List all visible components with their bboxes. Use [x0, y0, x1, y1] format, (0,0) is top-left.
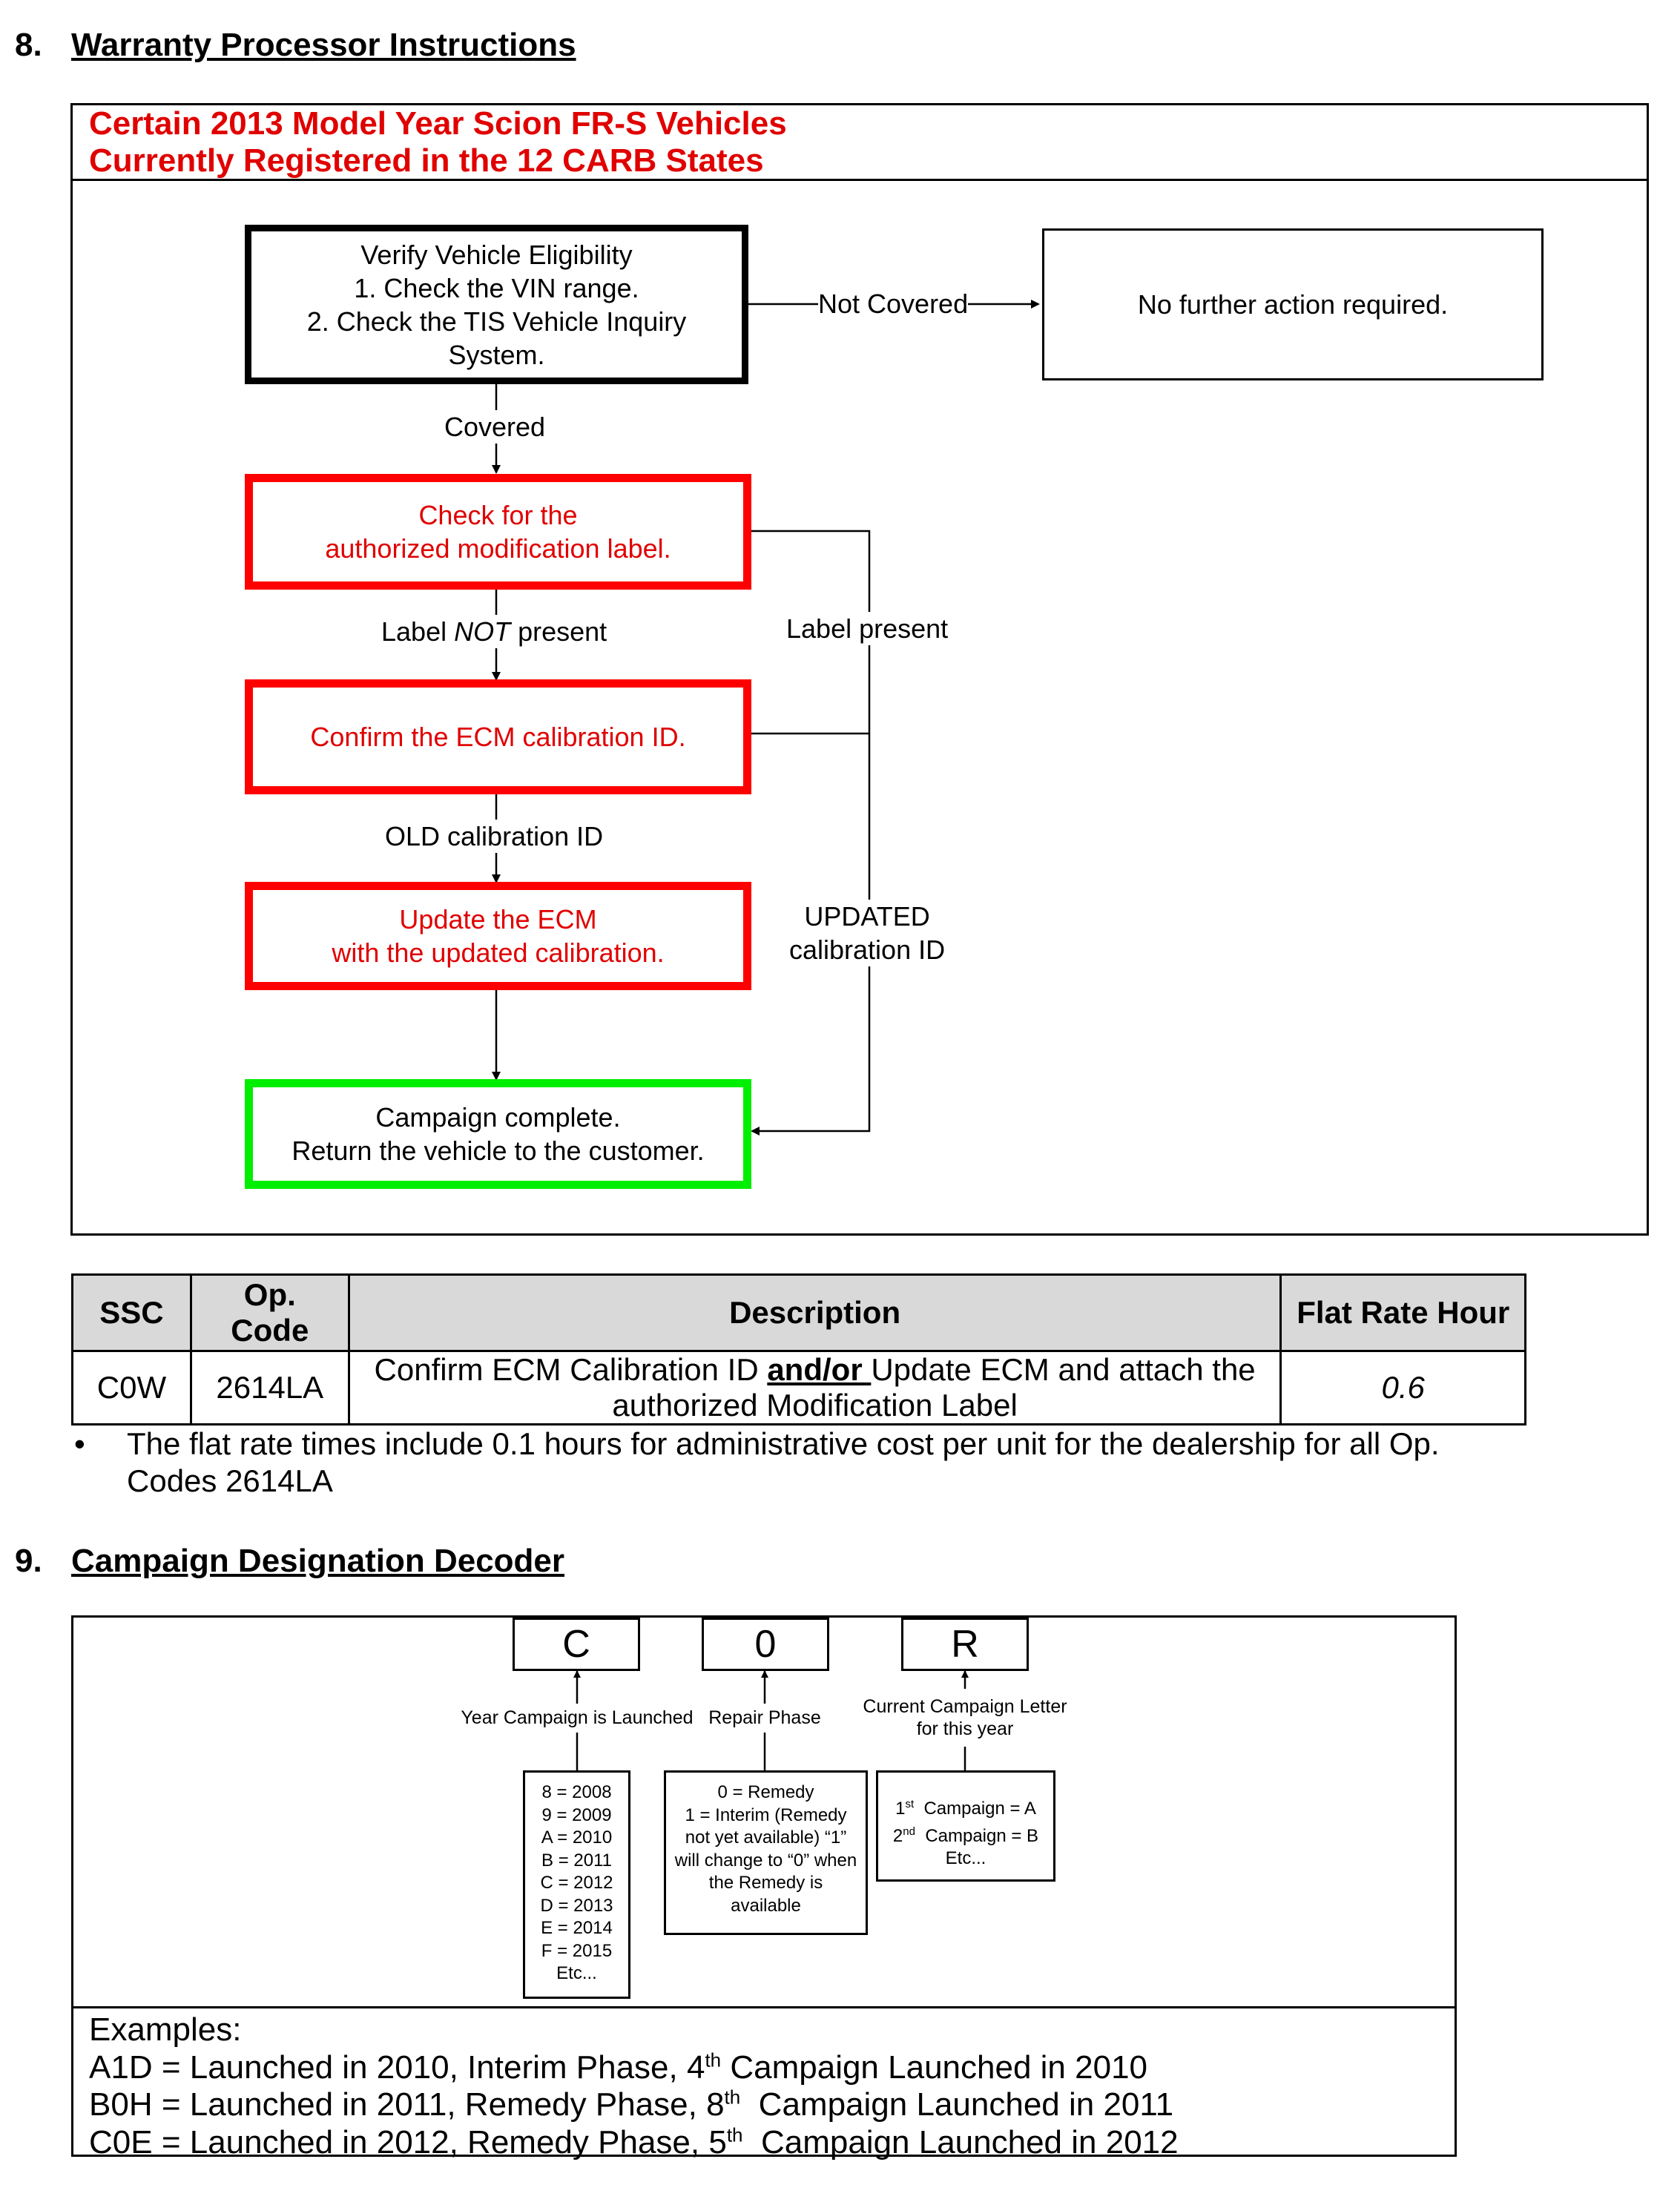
check-label-line-1: Check for the	[418, 500, 578, 530]
update-ecm-box: Update the ECM with the updated calibrat…	[245, 882, 751, 990]
list-item: C = 2012	[540, 1873, 613, 1893]
op-code-table: SSC Op.Code Description Flat Rate Hour C…	[71, 1273, 1526, 1425]
examples-title: Examples:	[89, 2011, 242, 2048]
label-present: Label present	[786, 612, 949, 645]
section-8-number: 8.	[15, 27, 42, 63]
letter-codes-box: 1st Campaign = A 2nd Campaign = B Etc...	[876, 1770, 1055, 1882]
verify-line-2: 1. Check the VIN range.	[354, 272, 639, 303]
not-covered-label: Not Covered	[818, 287, 969, 320]
verify-eligibility-box: Verify Vehicle Eligibility 1. Check the …	[245, 225, 748, 384]
no-further-action-box: No further action required.	[1042, 228, 1544, 380]
banner-line-1: Certain 2013 Model Year Scion FR-S Vehic…	[89, 105, 787, 142]
updated-calibration-line-1: UPDATED	[804, 901, 930, 932]
label-not-present: Label NOT present	[381, 615, 607, 648]
header-ssc: SSC	[71, 1273, 192, 1352]
list-item: the Remedy is	[708, 1873, 823, 1893]
covered-label: Covered	[444, 410, 546, 444]
decoder-letter-3: R	[901, 1618, 1029, 1671]
flat-rate-note: The flat rate times include 0.1 hours fo…	[127, 1425, 1610, 1500]
flat-rate-note-line-1: The flat rate times include 0.1 hours fo…	[127, 1426, 1440, 1461]
confirm-ecm-box: Confirm the ECM calibration ID.	[245, 679, 751, 794]
cell-ssc: C0W	[71, 1350, 192, 1425]
decoder-letter-1: C	[513, 1618, 640, 1671]
table-header-row: SSC Op.Code Description Flat Rate Hour	[71, 1273, 1526, 1352]
phase-codes-box: 0 = Remedy 1 = Interim (Remedy not yet a…	[664, 1770, 868, 1935]
check-label-box: Check for the authorized modification la…	[245, 474, 751, 590]
decoder-frame	[71, 1615, 1457, 2157]
decoder-letter-2: 0	[702, 1618, 829, 1671]
updated-calibration-label: UPDATED calibration ID	[789, 900, 946, 966]
decoder-separator	[71, 2006, 1457, 2008]
list-item: not yet available) “1”	[685, 1827, 847, 1848]
example-1: A1D = Launched in 2010, Interim Phase, 4…	[89, 2048, 1148, 2086]
complete-line-2: Return the vehicle to the customer.	[291, 1136, 705, 1166]
list-item: Etc...	[556, 1963, 597, 1983]
header-op-code: Op.Code	[189, 1273, 350, 1352]
cell-op-code: 2614LA	[189, 1350, 350, 1425]
list-item: available	[731, 1895, 801, 1916]
label-not-present-post: present	[510, 616, 607, 647]
old-calibration-label: OLD calibration ID	[385, 820, 604, 853]
list-item: F = 2015	[541, 1940, 613, 1961]
example-3: C0E = Launched in 2012, Remedy Phase, 5t…	[89, 2123, 1179, 2160]
label-not-present-pre: Label	[381, 616, 455, 647]
campaign-complete-box: Campaign complete. Return the vehicle to…	[245, 1079, 751, 1189]
section-8-heading: 8. Warranty Processor Instructions	[15, 27, 576, 64]
list-item: 8 = 2008	[541, 1782, 612, 1802]
verify-line-3: 2. Check the TIS Vehicle Inquiry	[306, 306, 687, 337]
list-item: 0 = Remedy	[717, 1782, 814, 1802]
flowchart-banner	[70, 103, 1649, 181]
update-ecm-line-2: with the updated calibration.	[332, 937, 665, 968]
year-launched-label: Year Campaign is Launched	[461, 1707, 694, 1728]
list-item: E = 2014	[541, 1918, 613, 1938]
list-item: will change to “0” when	[674, 1850, 857, 1871]
update-ecm-line-1: Update the ECM	[399, 904, 597, 935]
label-not-present-emph: NOT	[454, 616, 511, 647]
list-item: 1st Campaign = A	[895, 1798, 1036, 1819]
verify-line-4: System.	[448, 339, 545, 370]
check-label-line-2: authorized modification label.	[325, 533, 671, 564]
example-2: B0H = Launched in 2011, Remedy Phase, 8t…	[89, 2086, 1174, 2123]
cell-description: Confirm ECM Calibration ID and/or Update…	[347, 1350, 1282, 1425]
year-codes-box: 8 = 2008 9 = 2009 A = 2010 B = 2011 C = …	[523, 1770, 630, 1999]
list-item: 1 = Interim (Remedy	[685, 1804, 847, 1825]
banner-line-2: Currently Registered in the 12 CARB Stat…	[89, 142, 764, 179]
list-item: 2nd Campaign = B	[892, 1825, 1039, 1846]
no-further-action-text: No further action required.	[1137, 289, 1449, 320]
list-item: Etc...	[945, 1848, 986, 1868]
section-8-title: Warranty Processor Instructions	[71, 27, 576, 63]
table-row: C0W 2614LA Confirm ECM Calibration ID an…	[71, 1350, 1526, 1425]
updated-calibration-line-2: calibration ID	[789, 935, 946, 965]
header-flat-rate: Flat Rate Hour	[1279, 1273, 1526, 1352]
section-9-number: 9.	[15, 1543, 42, 1579]
repair-phase-label: Repair Phase	[708, 1707, 821, 1728]
arrow-label-present	[748, 530, 871, 1136]
confirm-ecm-text: Confirm the ECM calibration ID.	[310, 722, 686, 752]
bullet-icon: •	[74, 1426, 85, 1461]
list-item: 9 = 2009	[541, 1804, 612, 1825]
list-item: D = 2013	[540, 1895, 613, 1916]
section-9-title: Campaign Designation Decoder	[71, 1543, 565, 1579]
campaign-letter-label: Current Campaign Letter for this year	[863, 1696, 1067, 1739]
cell-flat-rate: 0.6	[1279, 1350, 1526, 1425]
header-description: Description	[347, 1273, 1282, 1352]
complete-line-1: Campaign complete.	[375, 1102, 621, 1133]
list-item: B = 2011	[541, 1850, 612, 1871]
flowchart-frame	[70, 103, 1649, 1236]
list-item: A = 2010	[541, 1827, 613, 1848]
examples-block: Examples: A1D = Launched in 2010, Interi…	[89, 2011, 1179, 2161]
section-9-heading: 9. Campaign Designation Decoder	[15, 1543, 564, 1580]
flat-rate-note-line-2: Codes 2614LA	[127, 1463, 333, 1498]
and-or-emphasis: and/or	[767, 1352, 872, 1387]
verify-line-1: Verify Vehicle Eligibility	[360, 239, 633, 270]
flowchart-banner-title: Certain 2013 Model Year Scion FR-S Vehic…	[89, 105, 787, 179]
